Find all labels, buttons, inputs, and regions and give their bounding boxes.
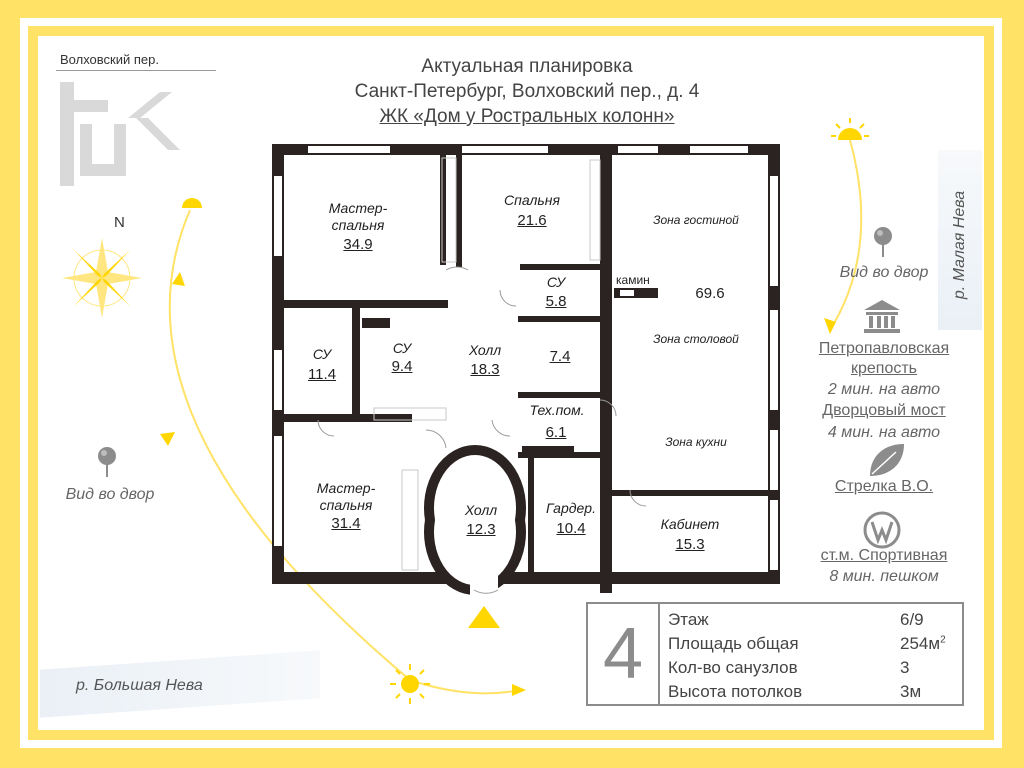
compass-rose-icon — [62, 238, 142, 318]
street-tag: Волховский пер. — [60, 52, 159, 67]
leaf-icon — [870, 444, 904, 476]
room-7-4-area: 7.4 — [549, 348, 571, 365]
address: Санкт-Петербург, Волховский пер., д. 4 — [354, 81, 700, 102]
floor-number: 4 — [588, 604, 660, 704]
info-label: Этаж — [668, 610, 709, 629]
sun-icon — [390, 664, 430, 704]
museum-icon — [864, 300, 900, 333]
landmark-metro: ст.м. Спортивная — [820, 547, 948, 564]
landmark-fortress-time: 2 мин. на авто — [827, 381, 941, 398]
zone-dining-label: Зона столовой — [653, 332, 739, 346]
room-bath1-area: 11.4 — [307, 366, 337, 383]
info-value: 3 — [900, 658, 910, 677]
info-label: Кол-во санузлов — [668, 658, 798, 677]
room-hall2-name: Холл — [464, 502, 498, 518]
info-row: Этаж 6/9 — [668, 610, 958, 632]
info-table: 4 Этаж 6/9 Площадь общая 254м2 Кол-во са… — [586, 602, 964, 706]
room-bath2-name: СУ — [392, 340, 412, 356]
sun-icon — [182, 198, 202, 208]
complex-name: ЖК «Дом у Ростральных колонн» — [379, 106, 675, 127]
room-tech-area: 6.1 — [545, 424, 567, 441]
street-underline — [56, 70, 216, 71]
view-label-left: Вид во двор — [65, 486, 155, 503]
landmark-metro-time: 8 мин. пешком — [829, 568, 939, 585]
info-value: 3м — [900, 682, 922, 701]
landmark-bridge-time: 4 мин. на авто — [827, 424, 941, 441]
sun-icon — [831, 118, 869, 140]
room-master1-name: Мастер- спальня — [328, 200, 388, 233]
room-wardrobe-area: 10.4 — [556, 520, 586, 537]
compass-north-label: N — [114, 214, 125, 231]
room-hall1-area: 18.3 — [470, 361, 500, 378]
room-master2-area: 31.4 — [331, 515, 361, 532]
map-pin-icon — [98, 447, 116, 477]
room-living-area: 69.6 — [695, 285, 725, 302]
zone-kitchen-label: Зона кухни — [665, 435, 727, 449]
room-master2-name: Мастер- спальня — [316, 480, 376, 513]
map-pin-icon — [874, 227, 892, 257]
room-tech-name: Тех.пом. — [529, 402, 585, 418]
room-study-name: Кабинет — [660, 516, 720, 532]
room-bedroom-area: 21.6 — [517, 212, 547, 229]
info-row: Высота потолков 3м — [668, 682, 958, 704]
info-row: Кол-во санузлов 3 — [668, 658, 958, 680]
view-label-right: Вид во двор — [839, 264, 929, 281]
metro-icon — [863, 511, 901, 549]
zone-living-label: Зона гостиной — [653, 213, 739, 227]
room-bedroom-name: Спальня — [504, 192, 560, 208]
info-value: 254м2 — [900, 634, 946, 653]
info-row: Площадь общая 254м2 — [668, 634, 958, 656]
room-bath1-name: СУ — [312, 346, 332, 362]
landmark-fortress: Петропавловская крепость — [818, 340, 950, 377]
room-master1-area: 34.9 — [343, 236, 373, 253]
fireplace-label: камин — [616, 273, 650, 287]
room-hall1-name: Холл — [468, 342, 502, 358]
room-study-area: 15.3 — [675, 536, 705, 553]
room-bath-small-name: СУ — [546, 274, 566, 290]
room-bath-small-area: 5.8 — [545, 293, 567, 310]
room-wardrobe-name: Гардер. — [546, 500, 596, 516]
info-value: 6/9 — [900, 610, 924, 629]
page-title: Актуальная планировка — [421, 56, 633, 77]
landmark-strelka: Стрелка В.О. — [834, 478, 934, 495]
info-label: Высота потолков — [668, 682, 803, 701]
brand-logo-icon — [60, 82, 180, 186]
river-bolshaya-neva: р. Большая Нева — [76, 677, 203, 694]
info-label: Площадь общая — [668, 634, 799, 653]
river-right-strip — [938, 150, 982, 330]
landmark-bridge: Дворцовый мост — [822, 402, 946, 419]
room-hall2-area: 12.3 — [466, 521, 496, 538]
room-bath2-area: 9.4 — [391, 358, 413, 375]
